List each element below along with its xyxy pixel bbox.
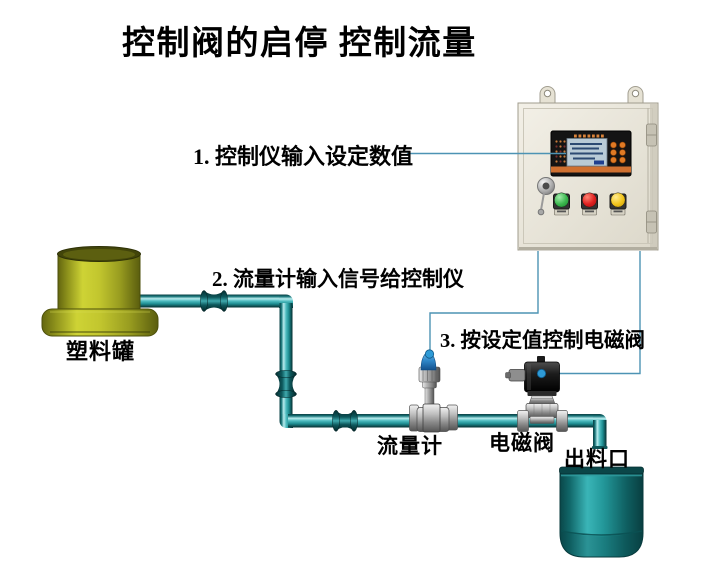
plastic-tank: [41, 246, 159, 337]
cabinet-door: [523, 108, 653, 244]
cabinet-bottom-shade: [519, 247, 657, 251]
annotation-step1: 1. 控制仪输入设定数值: [193, 144, 414, 169]
controller-brand-text: [574, 134, 604, 138]
outlet-container: [559, 466, 644, 558]
coil-connector: [508, 369, 526, 382]
signal-lines: [407, 152, 641, 375]
pipe-coupling-1: [200, 290, 228, 312]
annotation-step3: 3. 按设定值控制电磁阀: [440, 330, 645, 352]
tank-label: 塑料罐: [66, 339, 136, 364]
hinge-icon: [646, 123, 657, 234]
flow-meter: [409, 351, 458, 433]
controller-orange-stripe: [551, 166, 631, 173]
solenoid-valve-label: 电磁阀: [489, 431, 555, 455]
cabinet-side-shade: [650, 104, 657, 249]
outlet-label: 出料口: [564, 447, 630, 471]
signal-line-solenoid: [542, 251, 641, 375]
annotation-step2: 2. 流量计输入信号给控制仪: [212, 267, 464, 291]
yellow-button: [609, 192, 627, 216]
lcd-readout-lines: [570, 143, 604, 165]
connection-dot-icon: [536, 368, 547, 379]
page-title: 控制阀的启停 控制流量: [122, 26, 477, 62]
key-switch: [537, 177, 555, 216]
pipe-coupling-3: [332, 410, 358, 432]
controller-keypad: [610, 141, 626, 164]
pipe-coupling-2: [275, 370, 297, 398]
indicator-led-grid: [555, 140, 566, 163]
control-cabinet: [517, 86, 659, 251]
signal-line-flowmeter: [429, 251, 539, 352]
flow-meter-label: 流量计: [377, 434, 443, 458]
green-button: [553, 192, 570, 216]
red-button: [581, 192, 598, 216]
connection-dot-icon: [424, 349, 435, 359]
flow-controller-instrument: [550, 130, 632, 177]
pipe-outlet-end: [592, 446, 608, 449]
mounting-tab-icon: [539, 86, 644, 105]
